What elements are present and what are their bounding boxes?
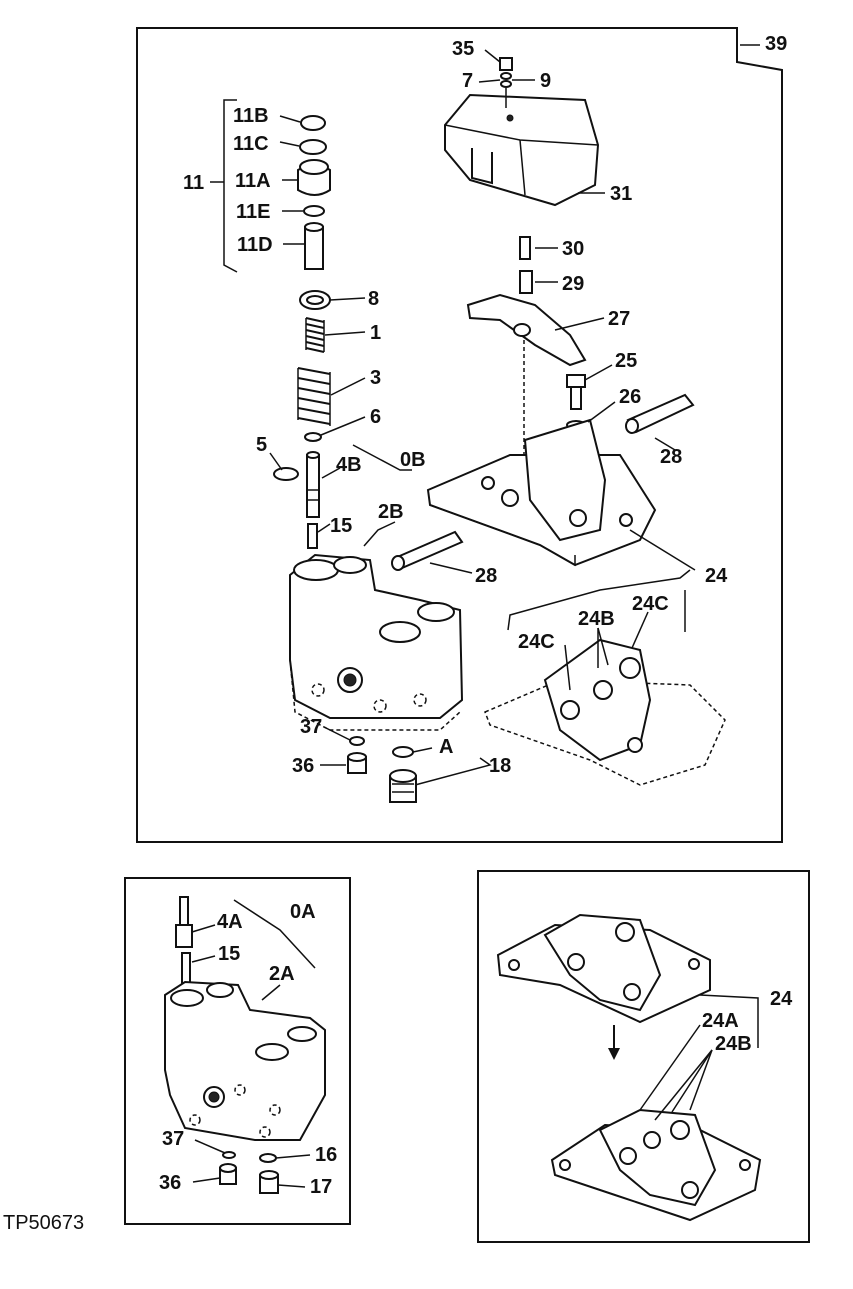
base-plate-part-24A-inset bbox=[550, 1108, 762, 1222]
base-plate-part-24 bbox=[426, 418, 657, 567]
label-11A: 11A bbox=[235, 170, 271, 192]
label-24-main: 24 bbox=[705, 565, 728, 587]
label-0B: 0B bbox=[400, 449, 426, 471]
label-16: 16 bbox=[315, 1144, 337, 1166]
label-24B-main: 24B bbox=[578, 608, 615, 630]
bracket-24 bbox=[507, 569, 691, 631]
label-36-inset: 36 bbox=[159, 1172, 181, 1194]
oring-part-37 bbox=[349, 736, 365, 746]
spring-part-3 bbox=[297, 367, 331, 426]
plug-part-18 bbox=[389, 769, 417, 803]
label-1: 1 bbox=[370, 322, 381, 344]
cover-part-31 bbox=[444, 93, 600, 207]
label-8: 8 bbox=[368, 288, 379, 310]
oring-part-A bbox=[392, 746, 414, 758]
label-28-upper: 28 bbox=[660, 446, 682, 468]
plug-part-36 bbox=[347, 752, 367, 774]
oring-part-37-alt bbox=[222, 1151, 236, 1159]
label-11C: 11C bbox=[233, 133, 269, 155]
pin-part-29 bbox=[519, 270, 533, 294]
label-27: 27 bbox=[608, 308, 630, 330]
label-24A: 24A bbox=[702, 1010, 739, 1032]
label-9: 9 bbox=[540, 70, 551, 92]
label-11B: 11B bbox=[233, 105, 269, 127]
plug-part-36-alt bbox=[219, 1163, 237, 1185]
label-36-main: 36 bbox=[292, 755, 314, 777]
main-frame bbox=[136, 27, 783, 843]
label-30: 30 bbox=[562, 238, 584, 260]
pin-part-30 bbox=[519, 236, 531, 260]
plug-part-17 bbox=[259, 1170, 279, 1194]
inset-frame-right bbox=[477, 870, 810, 1243]
spool-part-4B bbox=[306, 451, 320, 518]
label-24B-inset: 24B bbox=[715, 1033, 752, 1055]
oring-part-16 bbox=[259, 1153, 277, 1163]
spool-part-4A bbox=[175, 896, 193, 948]
pin-part-28-lower bbox=[391, 530, 464, 571]
pin-part-15-alt bbox=[181, 952, 191, 984]
label-6: 6 bbox=[370, 406, 381, 428]
washer-part-6 bbox=[304, 432, 322, 442]
label-3: 3 bbox=[370, 367, 381, 389]
label-4B: 4B bbox=[336, 454, 362, 476]
leader-lines-right bbox=[639, 994, 759, 1121]
label-5: 5 bbox=[256, 434, 267, 456]
label-25: 25 bbox=[615, 350, 637, 372]
spring-part-1 bbox=[305, 317, 325, 353]
label-37-main: 37 bbox=[300, 716, 322, 738]
label-28-lower: 28 bbox=[475, 565, 497, 587]
label-2A: 2A bbox=[269, 963, 295, 985]
label-0A: 0A bbox=[290, 901, 316, 923]
lever-part-27 bbox=[466, 293, 587, 470]
base-plate-part-24-alt bbox=[484, 638, 726, 786]
figure-id: TP50673 bbox=[3, 1212, 84, 1234]
bolt-part-25 bbox=[566, 374, 586, 410]
part-stack-11 bbox=[297, 115, 331, 270]
label-24C-left: 24C bbox=[518, 631, 555, 653]
part-5 bbox=[273, 467, 299, 481]
label-35: 35 bbox=[452, 38, 474, 60]
label-24C-right: 24C bbox=[632, 593, 669, 615]
label-11E: 11E bbox=[236, 201, 270, 223]
label-37-inset: 37 bbox=[162, 1128, 184, 1150]
housing-part-2B bbox=[289, 553, 464, 731]
seal-part-8 bbox=[299, 290, 331, 310]
label-11: 11 bbox=[183, 172, 204, 194]
label-2B: 2B bbox=[378, 501, 404, 523]
label-26: 26 bbox=[619, 386, 641, 408]
inset-frame-left bbox=[124, 877, 351, 1225]
leader-lines-left bbox=[191, 899, 316, 1188]
label-39: 39 bbox=[765, 33, 787, 55]
arrow-down-icon bbox=[608, 1025, 620, 1060]
label-11D: 11D bbox=[237, 234, 273, 256]
label-17: 17 bbox=[310, 1176, 332, 1198]
label-A: A bbox=[439, 736, 453, 758]
base-plate-part-24-inset bbox=[496, 913, 711, 1024]
label-24-inset: 24 bbox=[770, 988, 793, 1010]
label-31: 31 bbox=[610, 183, 632, 205]
screw-part-35 bbox=[499, 57, 513, 108]
label-29: 29 bbox=[562, 273, 584, 295]
leader-lines-main bbox=[210, 44, 760, 786]
pin-part-15 bbox=[307, 523, 318, 549]
housing-part-2A bbox=[164, 980, 326, 1141]
pin-part-28-upper bbox=[625, 393, 695, 434]
label-18: 18 bbox=[489, 755, 511, 777]
label-15-main: 15 bbox=[330, 515, 352, 537]
label-15-inset: 15 bbox=[218, 943, 240, 965]
label-7: 7 bbox=[462, 70, 473, 92]
label-4A: 4A bbox=[217, 911, 243, 933]
